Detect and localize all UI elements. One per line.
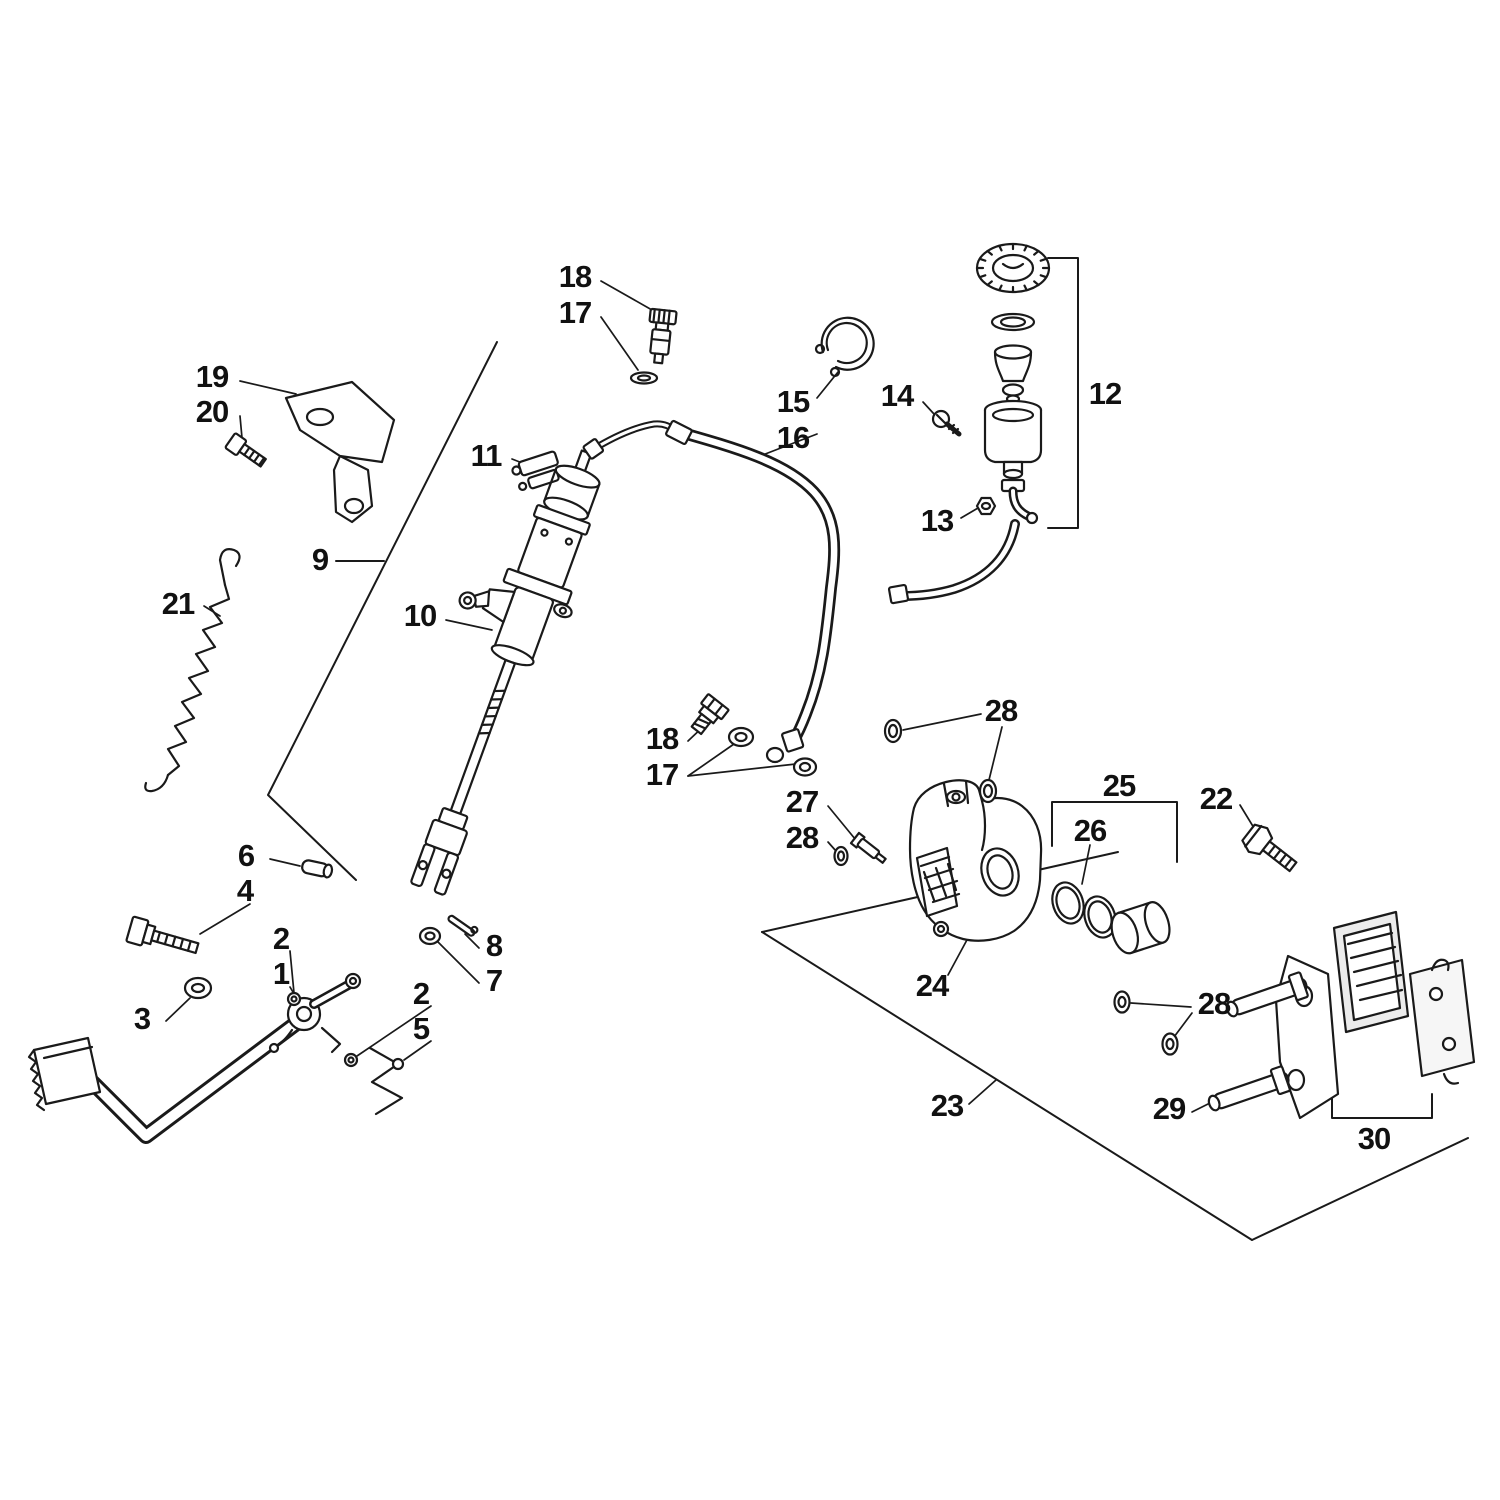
o-ring-small xyxy=(286,991,359,1068)
o-rings xyxy=(833,718,1179,1056)
reservoir-hose xyxy=(887,519,1020,605)
caliper-piston xyxy=(1110,901,1171,955)
pivot-washer xyxy=(183,976,213,1000)
reservoir-screw xyxy=(931,409,962,437)
retaining-clip xyxy=(814,316,875,378)
bracket-bolt xyxy=(224,432,267,468)
mount-bracket xyxy=(284,380,396,524)
callout-bracket-lines xyxy=(267,257,1433,1119)
piston-seals xyxy=(1051,881,1117,939)
master-cylinder xyxy=(410,449,601,896)
slide-pin-lower xyxy=(1207,1065,1291,1112)
brake-pedal xyxy=(27,1014,306,1144)
return-spring xyxy=(144,548,241,793)
brake-hose xyxy=(582,419,841,753)
top-fitting-washer xyxy=(629,371,659,385)
caliper-bolt xyxy=(1241,823,1298,873)
cotter-pin xyxy=(447,914,479,937)
slide-pin-upper xyxy=(1225,971,1309,1018)
reservoir-assembly xyxy=(975,242,1051,525)
bleeder-screw xyxy=(849,831,887,864)
pedal-spring-clip xyxy=(368,1046,405,1116)
caliper-mount-bracket xyxy=(1274,954,1340,1120)
banjo-bolt xyxy=(690,693,730,736)
brake-caliper xyxy=(908,779,1043,942)
reservoir-nut xyxy=(975,496,997,516)
hose-clamp xyxy=(511,450,560,491)
assembly-boundary-lines xyxy=(761,851,1469,1241)
clevis-pin xyxy=(301,859,334,879)
pivot-bolt xyxy=(125,915,200,955)
pedal-pivot-lever xyxy=(268,972,362,1054)
rod-washer xyxy=(418,926,442,946)
banjo-washers xyxy=(727,726,818,777)
top-fitting xyxy=(648,307,678,365)
brake-pads xyxy=(1332,910,1476,1085)
